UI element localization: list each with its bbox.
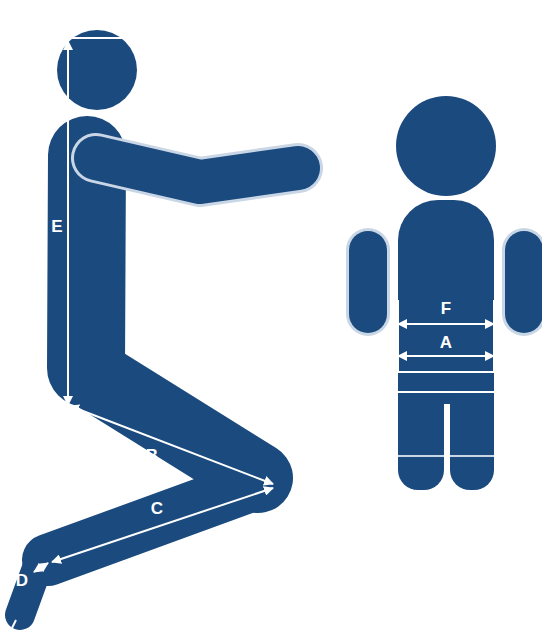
- measure-lines: [12, 38, 496, 628]
- measure-label: A: [440, 334, 452, 351]
- seated-figure: [20, 30, 298, 615]
- front-figure: [346, 96, 542, 490]
- measure-label: E: [51, 218, 62, 235]
- measure-label: F: [441, 300, 451, 317]
- measure-label: C: [151, 500, 163, 517]
- measure-label: B: [146, 447, 158, 464]
- measure-label: D: [16, 572, 28, 589]
